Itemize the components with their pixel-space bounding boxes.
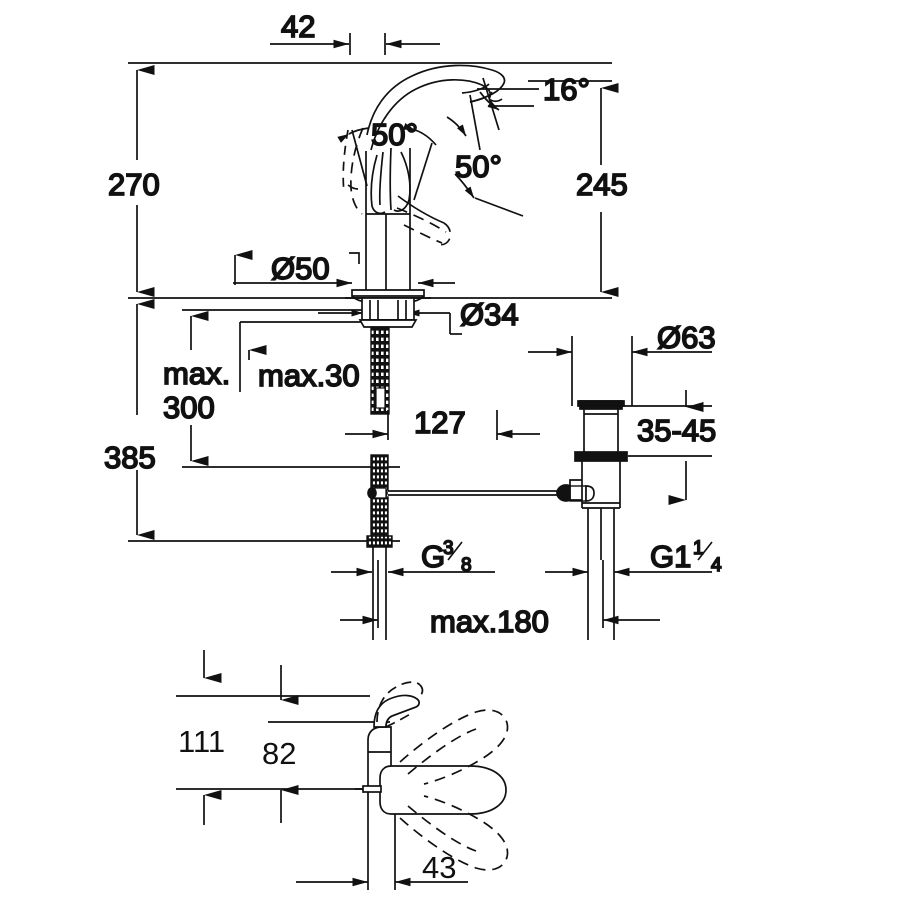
dim-dia-34 [318,309,462,335]
dim-245 [528,80,619,297]
svg-text:4: 4 [711,555,722,576]
dim-angle-50-right [446,94,524,217]
label-16deg: 16° [543,72,590,107]
label-300: 300 [163,390,215,425]
label-127: 127 [414,405,466,440]
label-82: 82 [262,736,296,771]
label-g114: G1 1 4 [649,537,723,577]
label-43: 43 [422,850,456,885]
dim-dia-50 [233,250,455,288]
dim-dia-63 [528,336,712,406]
label-245: 245 [576,167,628,202]
svg-text:1: 1 [693,538,704,559]
label-max-180: max.180 [430,604,549,639]
dim-max-180 [340,560,660,628]
label-max: max. [163,356,230,391]
label-42: 42 [281,9,315,44]
svg-text:3: 3 [443,538,454,559]
faucet-front-elevation [342,64,506,640]
svg-text:G1: G1 [650,539,691,574]
label-dia-50: Ø50 [271,251,330,286]
label-111: 111 [178,724,225,759]
label-g38: G 3 8 [420,537,472,577]
svg-text:G: G [421,539,445,574]
pop-up-waste-assembly [388,400,628,640]
label-35-45: 35-45 [637,413,716,448]
label-270: 270 [108,167,160,202]
dim-35-45 [622,390,712,505]
label-dia-63: Ø63 [657,320,716,355]
label-50deg-right: 50° [455,149,502,184]
dim-127 [345,410,540,440]
label-385: 385 [104,440,156,475]
label-dia-34: Ø34 [460,297,519,332]
dim-42-offset [270,33,440,55]
plan-view-lever-swivel [176,650,509,890]
svg-text:8: 8 [461,555,472,576]
label-max-30: max.30 [258,358,360,393]
label-50deg-left: 50° [371,117,418,152]
dim-angle-50-left [337,123,437,201]
